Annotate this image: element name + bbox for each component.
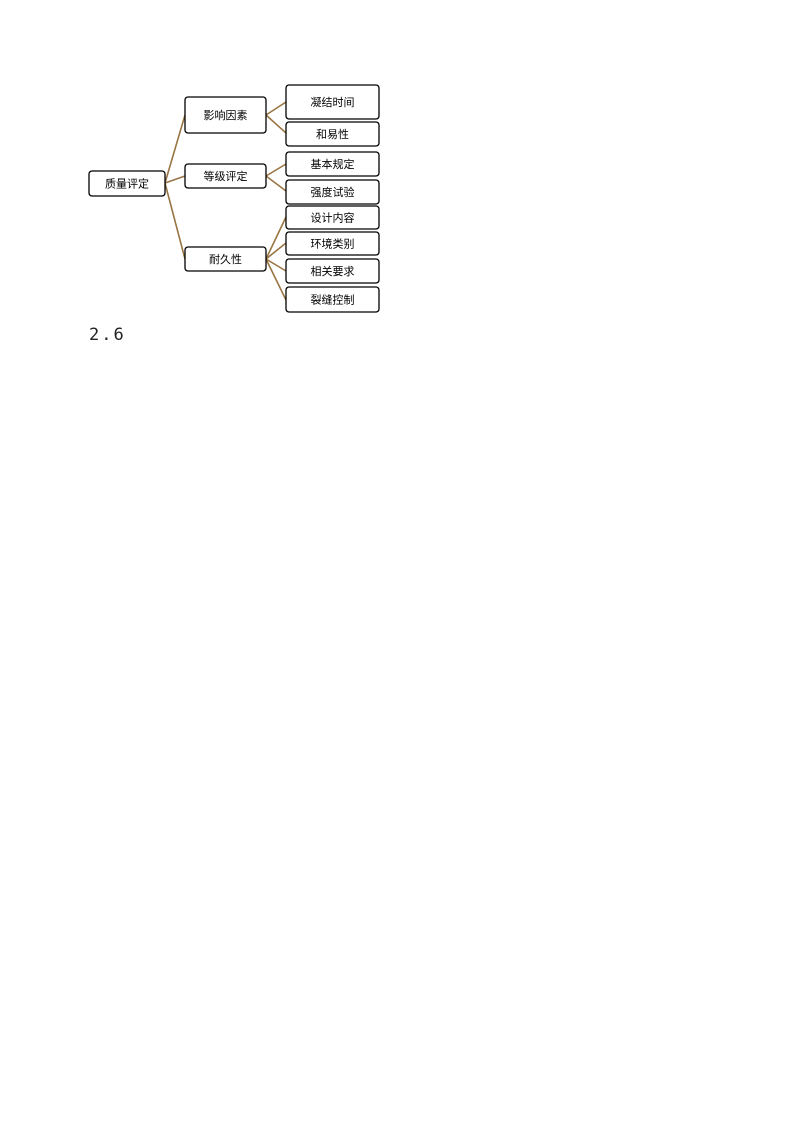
node-basic-rules-label: 基本规定 bbox=[311, 157, 355, 171]
node-environment-class: 环境类别 bbox=[285, 231, 380, 256]
node-setting-time: 凝结时间 bbox=[285, 84, 380, 120]
connector-root-durability bbox=[164, 182, 186, 260]
connector-grading-basic-rules bbox=[265, 163, 287, 177]
node-setting-time-label: 凝结时间 bbox=[311, 95, 355, 109]
node-durability: 耐久性 bbox=[184, 246, 267, 272]
node-design-content: 设计内容 bbox=[285, 205, 380, 230]
node-strength-test-label: 强度试验 bbox=[311, 185, 355, 199]
node-requirements: 相关要求 bbox=[285, 258, 380, 284]
node-root-label: 质量评定 bbox=[105, 177, 149, 191]
connector-grading-strength-test bbox=[265, 175, 287, 192]
node-crack-control: 裂缝控制 bbox=[285, 286, 380, 313]
node-workability-label: 和易性 bbox=[316, 127, 349, 141]
connector-durability-crack-control bbox=[265, 258, 287, 301]
connector-durability-environment-class bbox=[265, 242, 287, 260]
tree-diagram: 质量评定 影响因素 等级评定 耐久性 凝结时间 和易性 基本规定 强度试验 设计… bbox=[88, 84, 380, 313]
node-workability: 和易性 bbox=[285, 121, 380, 147]
node-grading: 等级评定 bbox=[184, 163, 267, 189]
node-factors-label: 影响因素 bbox=[204, 109, 248, 122]
connector-root-factors bbox=[164, 114, 186, 184]
node-strength-test: 强度试验 bbox=[285, 179, 380, 205]
node-basic-rules: 基本规定 bbox=[285, 151, 380, 177]
connector-factors-workability bbox=[265, 114, 287, 134]
connector-durability-design-content bbox=[265, 216, 287, 260]
connector-root-grading bbox=[164, 175, 186, 184]
connector-factors-setting-time bbox=[265, 101, 287, 116]
node-grading-label: 等级评定 bbox=[204, 169, 248, 183]
connector-durability-requirements bbox=[265, 258, 287, 272]
node-factors: 影响因素 bbox=[184, 96, 267, 134]
node-durability-label: 耐久性 bbox=[209, 252, 242, 266]
node-design-content-label: 设计内容 bbox=[311, 211, 355, 225]
node-root: 质量评定 bbox=[88, 170, 166, 197]
node-environment-class-label: 环境类别 bbox=[311, 237, 355, 251]
node-crack-control-label: 裂缝控制 bbox=[311, 293, 355, 307]
node-requirements-label: 相关要求 bbox=[311, 264, 355, 278]
connectors bbox=[164, 101, 287, 301]
section-number: 2.6 bbox=[89, 325, 126, 345]
